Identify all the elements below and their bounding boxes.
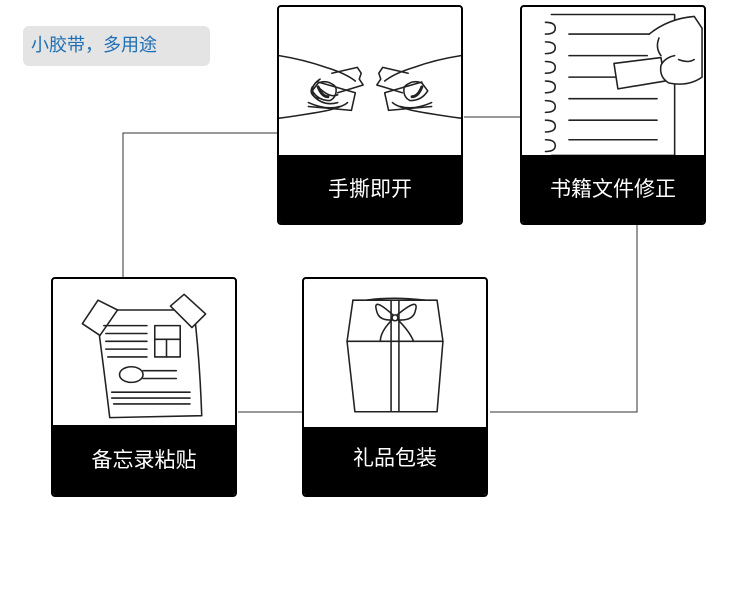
card-hand-tear: 手撕即开 bbox=[277, 5, 463, 225]
card-book-repair: 书籍文件修正 bbox=[520, 5, 706, 225]
usage-tag: 小胶带，多用途 bbox=[23, 26, 210, 66]
gift-box-bow-icon bbox=[346, 297, 444, 413]
card-label-books: 书籍文件修正 bbox=[522, 155, 704, 223]
card-gift-wrap: 礼品包装 bbox=[302, 277, 488, 497]
card-label-gift: 礼品包装 bbox=[304, 427, 486, 495]
card-label-memo: 备忘录粘贴 bbox=[53, 425, 235, 495]
hand-taping-notebook-icon bbox=[544, 13, 703, 157]
taped-memo-paper-icon bbox=[81, 293, 207, 419]
card-memo-paste: 备忘录粘贴 bbox=[51, 277, 237, 497]
card-label-tear: 手撕即开 bbox=[279, 155, 461, 223]
hands-tearing-tape-icon bbox=[279, 54, 461, 120]
